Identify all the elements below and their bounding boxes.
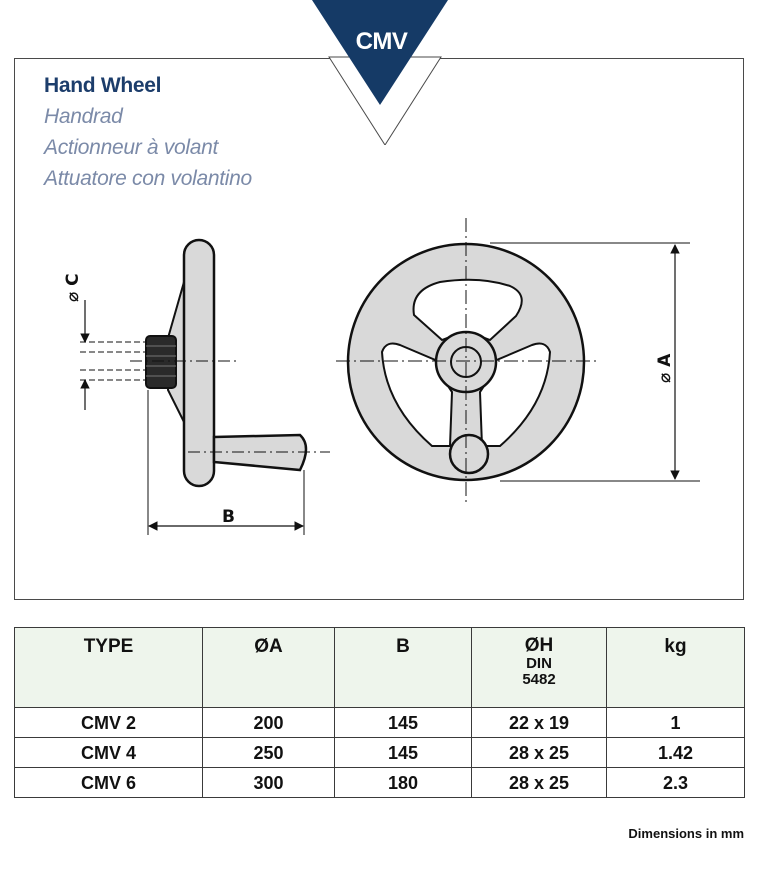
table-row: CMV 4 250 145 28 x 25 1.42: [14, 737, 745, 768]
side-view: [80, 238, 330, 535]
cell-type: CMV 4: [14, 737, 203, 768]
cell-b: 145: [334, 737, 472, 768]
header-diameter-a: ØA: [202, 627, 335, 708]
spec-table: TYPE ØA B ØH DIN 5482 kg CMV 2 200 145 2…: [14, 627, 745, 798]
cell-b: 180: [334, 767, 472, 798]
header-h-line2: DIN: [526, 655, 552, 672]
header-kg: kg: [606, 627, 745, 708]
dim-a-label: ⌀ A: [655, 353, 675, 383]
front-view: [336, 218, 700, 506]
dim-b-label: B: [222, 507, 235, 527]
badge-triangle: [312, 0, 448, 145]
table-header-row: TYPE ØA B ØH DIN 5482 kg: [14, 627, 745, 708]
title-block: Hand Wheel Handrad Actionneur à volant A…: [44, 70, 252, 194]
header-h-line1: ØH: [524, 635, 554, 656]
dim-c-label: ⌀ C: [63, 273, 83, 302]
cell-type: CMV 6: [14, 767, 203, 798]
title-german: Handrad: [44, 105, 123, 128]
header-type: TYPE: [14, 627, 203, 708]
table-row: CMV 6 300 180 28 x 25 2.3: [14, 767, 745, 798]
table-row: CMV 2 200 145 22 x 19 1: [14, 707, 745, 738]
cell-kg: 1.42: [606, 737, 745, 768]
cell-b: 145: [334, 707, 472, 738]
technical-drawing: ⌀ C B ⌀ A: [63, 218, 700, 535]
cell-a: 200: [202, 707, 335, 738]
title-french: Actionneur à volant: [44, 136, 219, 159]
cell-type: CMV 2: [14, 707, 203, 738]
header-b: B: [334, 627, 472, 708]
header-h-line3: 5482: [522, 671, 556, 688]
badge-label: CMV: [355, 28, 408, 55]
title-english: Hand Wheel: [44, 74, 162, 97]
dimensions-footnote: Dimensions in mm: [628, 826, 744, 841]
title-italian: Attuatore con volantino: [44, 167, 252, 190]
cell-a: 300: [202, 767, 335, 798]
cell-a: 250: [202, 737, 335, 768]
cell-h: 28 x 25: [471, 737, 607, 768]
header-diameter-h: ØH DIN 5482: [471, 627, 607, 708]
cell-kg: 1: [606, 707, 745, 738]
cell-h: 22 x 19: [471, 707, 607, 738]
cell-h: 28 x 25: [471, 767, 607, 798]
cell-kg: 2.3: [606, 767, 745, 798]
